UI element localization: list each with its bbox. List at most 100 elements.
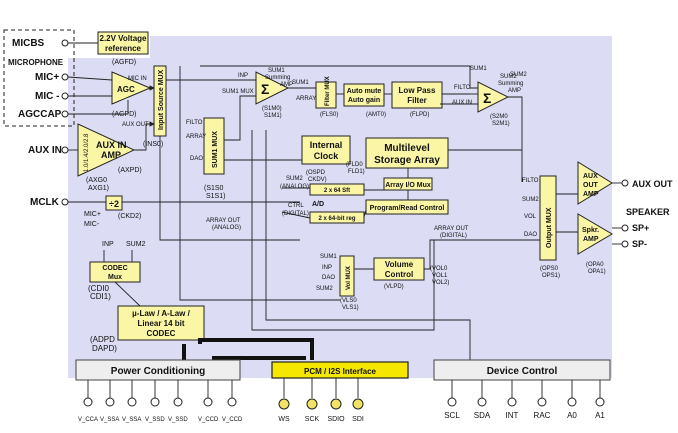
sck-label: SCK bbox=[305, 416, 320, 423]
flso-signal: (FLS0) bbox=[320, 112, 338, 118]
sum1-signal-vol: SUM1 bbox=[320, 254, 337, 260]
vls0-signal: (VLS0 bbox=[340, 298, 357, 304]
sdio-pin[interactable] bbox=[330, 398, 342, 410]
filto-signal-1: FILTO bbox=[186, 120, 203, 126]
vlpd-signal: (VLPD) bbox=[384, 284, 404, 290]
sdi-pin[interactable] bbox=[352, 398, 364, 410]
clock-line1: Internal bbox=[310, 140, 343, 150]
codec-line1: µ-Law / A-Law / bbox=[132, 309, 190, 318]
vssd-pin-1[interactable] bbox=[150, 397, 160, 407]
automute-line2: Auto gain bbox=[348, 97, 380, 104]
shift-label: 2 x 64 Sft bbox=[324, 188, 350, 194]
msa-line1: Multilevel bbox=[384, 143, 430, 154]
sck-pin[interactable] bbox=[306, 398, 318, 410]
a0-label: A0 bbox=[567, 411, 577, 420]
clock-divider bbox=[105, 195, 123, 211]
sum2-summing-amp bbox=[477, 81, 510, 113]
lpf-line1: Low Pass bbox=[399, 86, 436, 95]
microphone-box bbox=[3, 29, 75, 127]
fld1-signal: FLD1) bbox=[348, 169, 365, 175]
s1s1-signal: S1S1) bbox=[206, 193, 225, 200]
sum1-out-signal: SUM1 bbox=[292, 80, 309, 86]
s1m1-signal: S1M1) bbox=[264, 113, 282, 119]
micin-signal: MIC IN bbox=[128, 76, 147, 82]
ins0-signal: (INS0) bbox=[143, 141, 163, 148]
vccd-pin-1[interactable] bbox=[203, 397, 213, 407]
analog-signal-1: (ANALOG) bbox=[280, 184, 309, 190]
auxin-signal-2: AUX IN bbox=[452, 100, 472, 106]
dao-signal-3: DAO bbox=[524, 232, 537, 238]
sum2-analog-signal: SUM2 bbox=[286, 176, 303, 182]
a0-pin[interactable] bbox=[567, 397, 577, 407]
clock-line2: Clock bbox=[314, 151, 340, 161]
vssd-pin-2[interactable] bbox=[173, 397, 183, 407]
sda-label: SDA bbox=[474, 411, 491, 420]
auxoutamp-line1: AUX bbox=[583, 173, 598, 180]
vssa-pin-1[interactable] bbox=[105, 397, 115, 407]
spm-pin[interactable] bbox=[621, 240, 629, 248]
auxout-pin[interactable] bbox=[621, 179, 629, 187]
axpd-signal: (AXPD) bbox=[118, 167, 142, 174]
vssa-label-2: V_SSA bbox=[122, 417, 141, 423]
ad-label: A/D bbox=[312, 201, 324, 208]
vccd-label-1: V_CCD bbox=[198, 417, 219, 423]
volume-mux bbox=[339, 255, 355, 297]
spm-label: SP- bbox=[632, 239, 647, 249]
inp-signal-3: INP bbox=[322, 265, 332, 271]
rac-pin[interactable] bbox=[537, 397, 547, 407]
vcca-pin[interactable] bbox=[83, 397, 93, 407]
ops0-signal: (OPS0 bbox=[540, 266, 559, 272]
analog-signal-2: (ANALOG) bbox=[212, 225, 241, 231]
dao-signal-2: DAO bbox=[322, 275, 335, 281]
sda-pin[interactable] bbox=[477, 397, 487, 407]
mclk-label: MCLK bbox=[30, 197, 60, 208]
filto-signal-2: FILTO bbox=[454, 85, 471, 91]
storage-array bbox=[365, 137, 449, 169]
chip-panel-top bbox=[150, 36, 612, 66]
sum2-signal-out: SUM2 bbox=[522, 197, 539, 203]
auxout-label: AUX OUT bbox=[632, 179, 673, 189]
scl-pin[interactable] bbox=[447, 397, 457, 407]
vccd-label-2: V_CCD bbox=[222, 417, 243, 423]
micm-pin[interactable] bbox=[61, 92, 69, 100]
device-control-label: Device Control bbox=[487, 366, 558, 377]
volmux-label: Vol MUX bbox=[346, 266, 352, 290]
vref-line1: 2.2V Voltage bbox=[100, 34, 148, 43]
low-pass-filter bbox=[391, 81, 443, 109]
lpf-line2: Filter bbox=[407, 96, 427, 105]
adpd-signal: (ADPD bbox=[90, 335, 115, 344]
auxoutamp-line2: OUT bbox=[583, 182, 599, 189]
codecmux-line2: Mux bbox=[108, 274, 122, 281]
ws-pin[interactable] bbox=[278, 398, 290, 410]
agccap-label: AGCCAP bbox=[18, 109, 62, 120]
auxin-pin[interactable] bbox=[61, 146, 69, 154]
sum1mux-signal: SUM1 MUX bbox=[222, 89, 254, 95]
vssa-pin-2[interactable] bbox=[127, 397, 137, 407]
a1-pin[interactable] bbox=[595, 397, 605, 407]
int-pin[interactable] bbox=[507, 397, 517, 407]
auxout-amplifier bbox=[577, 161, 613, 205]
power-conditioning-bar bbox=[75, 359, 241, 381]
spp-pin[interactable] bbox=[621, 224, 629, 232]
bit-register bbox=[309, 211, 365, 224]
agccap-pin[interactable] bbox=[61, 110, 69, 118]
micbs-pin[interactable] bbox=[61, 39, 69, 47]
pcm-label: PCM / I2S Interface bbox=[304, 367, 377, 376]
microphone-label: MICROPHONE bbox=[8, 58, 64, 67]
mclk-pin[interactable] bbox=[61, 198, 69, 206]
axg1-signal: AXG1) bbox=[88, 185, 109, 192]
amto-signal: (AMT0) bbox=[366, 112, 386, 118]
vssd-label-2: V_SSD bbox=[168, 417, 188, 423]
spkramp-line1: Spkr. bbox=[582, 227, 599, 234]
a1-label: A1 bbox=[595, 411, 605, 420]
opa0-signal: (OPA0 bbox=[586, 262, 604, 268]
shift-register bbox=[309, 183, 365, 196]
digital-signal-1: (DIGITAL) bbox=[282, 211, 309, 217]
vccd-pin-2[interactable] bbox=[227, 397, 237, 407]
speaker-label: SPEAKER bbox=[626, 207, 670, 217]
micp-pin[interactable] bbox=[61, 73, 69, 81]
vol1-signal: VOL1 bbox=[432, 273, 448, 279]
scl-label: SCL bbox=[444, 411, 460, 420]
input-source-mux-label: Input Source MUX bbox=[158, 69, 165, 130]
program-read-control bbox=[365, 199, 449, 215]
